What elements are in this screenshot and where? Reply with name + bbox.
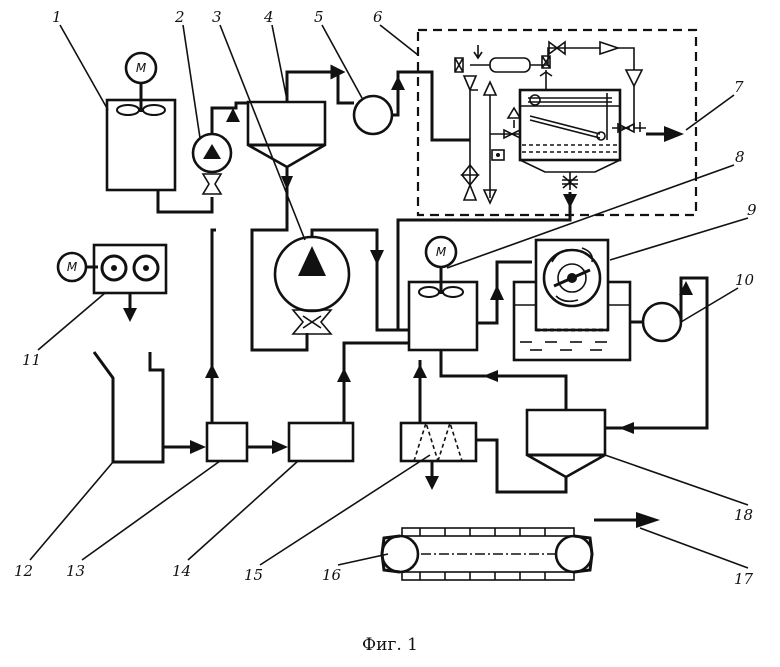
figure-caption: Фиг. 1 xyxy=(362,635,418,655)
conveyor-16 xyxy=(382,528,592,580)
screen-15 xyxy=(401,423,476,461)
motor-symbol: M xyxy=(67,260,78,274)
label-2: 2 xyxy=(174,8,185,26)
product-arrow-17 xyxy=(594,512,660,528)
label-15: 15 xyxy=(244,566,263,584)
drum-filter-9 xyxy=(514,240,630,360)
label-1: 1 xyxy=(52,8,62,26)
label-7: 7 xyxy=(734,78,744,96)
label-8: 8 xyxy=(735,148,745,166)
hopper-12 xyxy=(94,352,163,462)
unit-13 xyxy=(207,423,247,461)
label-14: 14 xyxy=(172,562,191,580)
settler-4 xyxy=(248,102,325,167)
pump-2 xyxy=(193,134,231,194)
mixer-8: M xyxy=(409,237,477,350)
label-5: 5 xyxy=(314,8,324,26)
label-11: 11 xyxy=(22,351,41,369)
crusher-11: M xyxy=(58,245,166,293)
label-12: 12 xyxy=(14,562,33,580)
label-10: 10 xyxy=(735,271,755,289)
flotation-unit-6 xyxy=(418,30,696,215)
label-17: 17 xyxy=(734,570,754,588)
motor-symbol: M xyxy=(136,61,147,75)
settler-18 xyxy=(527,410,605,477)
mixer-tank-1: M xyxy=(107,53,175,190)
label-18: 18 xyxy=(734,506,753,524)
label-3: 3 xyxy=(212,8,222,26)
motor-symbol: M xyxy=(436,245,447,259)
decanter-3 xyxy=(275,237,349,334)
unit-14 xyxy=(289,423,353,461)
label-9: 9 xyxy=(747,201,757,219)
label-6: 6 xyxy=(373,8,383,26)
label-13: 13 xyxy=(66,562,85,580)
label-16: 16 xyxy=(322,566,342,584)
label-4: 4 xyxy=(263,8,274,26)
pump-5 xyxy=(354,96,392,134)
pump-10 xyxy=(643,303,681,341)
